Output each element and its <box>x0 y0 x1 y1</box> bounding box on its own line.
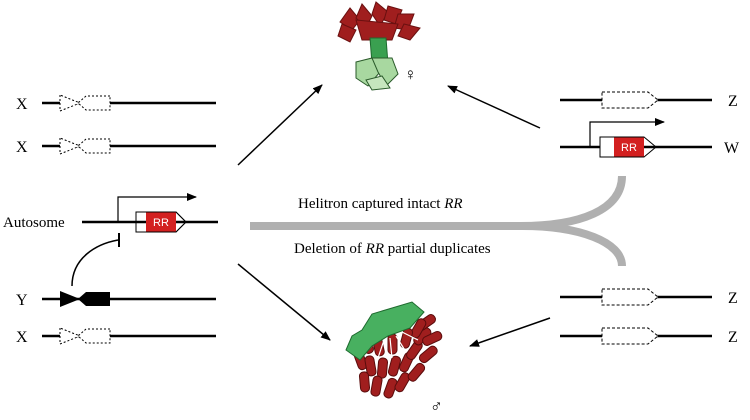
gene-label-autosome-rr: RR <box>153 217 169 229</box>
male-symbol-icon: ♂ <box>430 397 443 416</box>
caption-helitron: Helitron captured intact RR <box>298 196 463 212</box>
caption-deletion: Deletion of RR partial duplicates <box>294 241 491 257</box>
chromosome-label-w: W <box>724 140 740 157</box>
chromosome-label-x-1: X <box>16 96 28 113</box>
chromosome-autosome <box>82 193 218 233</box>
chromosome-x-1 <box>42 94 216 112</box>
chromosome-label-y: Y <box>16 292 28 309</box>
male-flower-icon <box>345 301 443 399</box>
chromosome-x-2 <box>42 137 216 155</box>
chromosome-z-2 <box>560 288 712 306</box>
arrow-left-to-male <box>237 263 331 341</box>
arrow-right-to-male <box>469 317 551 347</box>
female-symbol-icon: ♀ <box>404 65 417 84</box>
chromosome-label-autosome: Autosome <box>3 215 65 231</box>
arrow-right-to-female <box>447 85 541 129</box>
female-flower-icon <box>337 1 421 91</box>
chromosome-label-x-3: X <box>16 329 28 346</box>
chromosome-y <box>42 291 216 307</box>
chromosome-w <box>560 118 712 158</box>
chromosome-label-z-3: Z <box>728 329 738 346</box>
chromosome-label-x-2: X <box>16 139 28 156</box>
chromosome-label-z-2: Z <box>728 290 738 307</box>
evolution-path <box>250 175 626 267</box>
inhibition-arrow <box>71 239 119 287</box>
chromosome-z-3 <box>560 327 712 345</box>
chromosome-label-z-1: Z <box>728 93 738 110</box>
chromosome-x-3 <box>42 327 216 345</box>
chromosome-z-1 <box>560 91 712 109</box>
gene-label-w-rr: RR <box>621 142 637 154</box>
arrow-left-to-female <box>237 84 323 166</box>
